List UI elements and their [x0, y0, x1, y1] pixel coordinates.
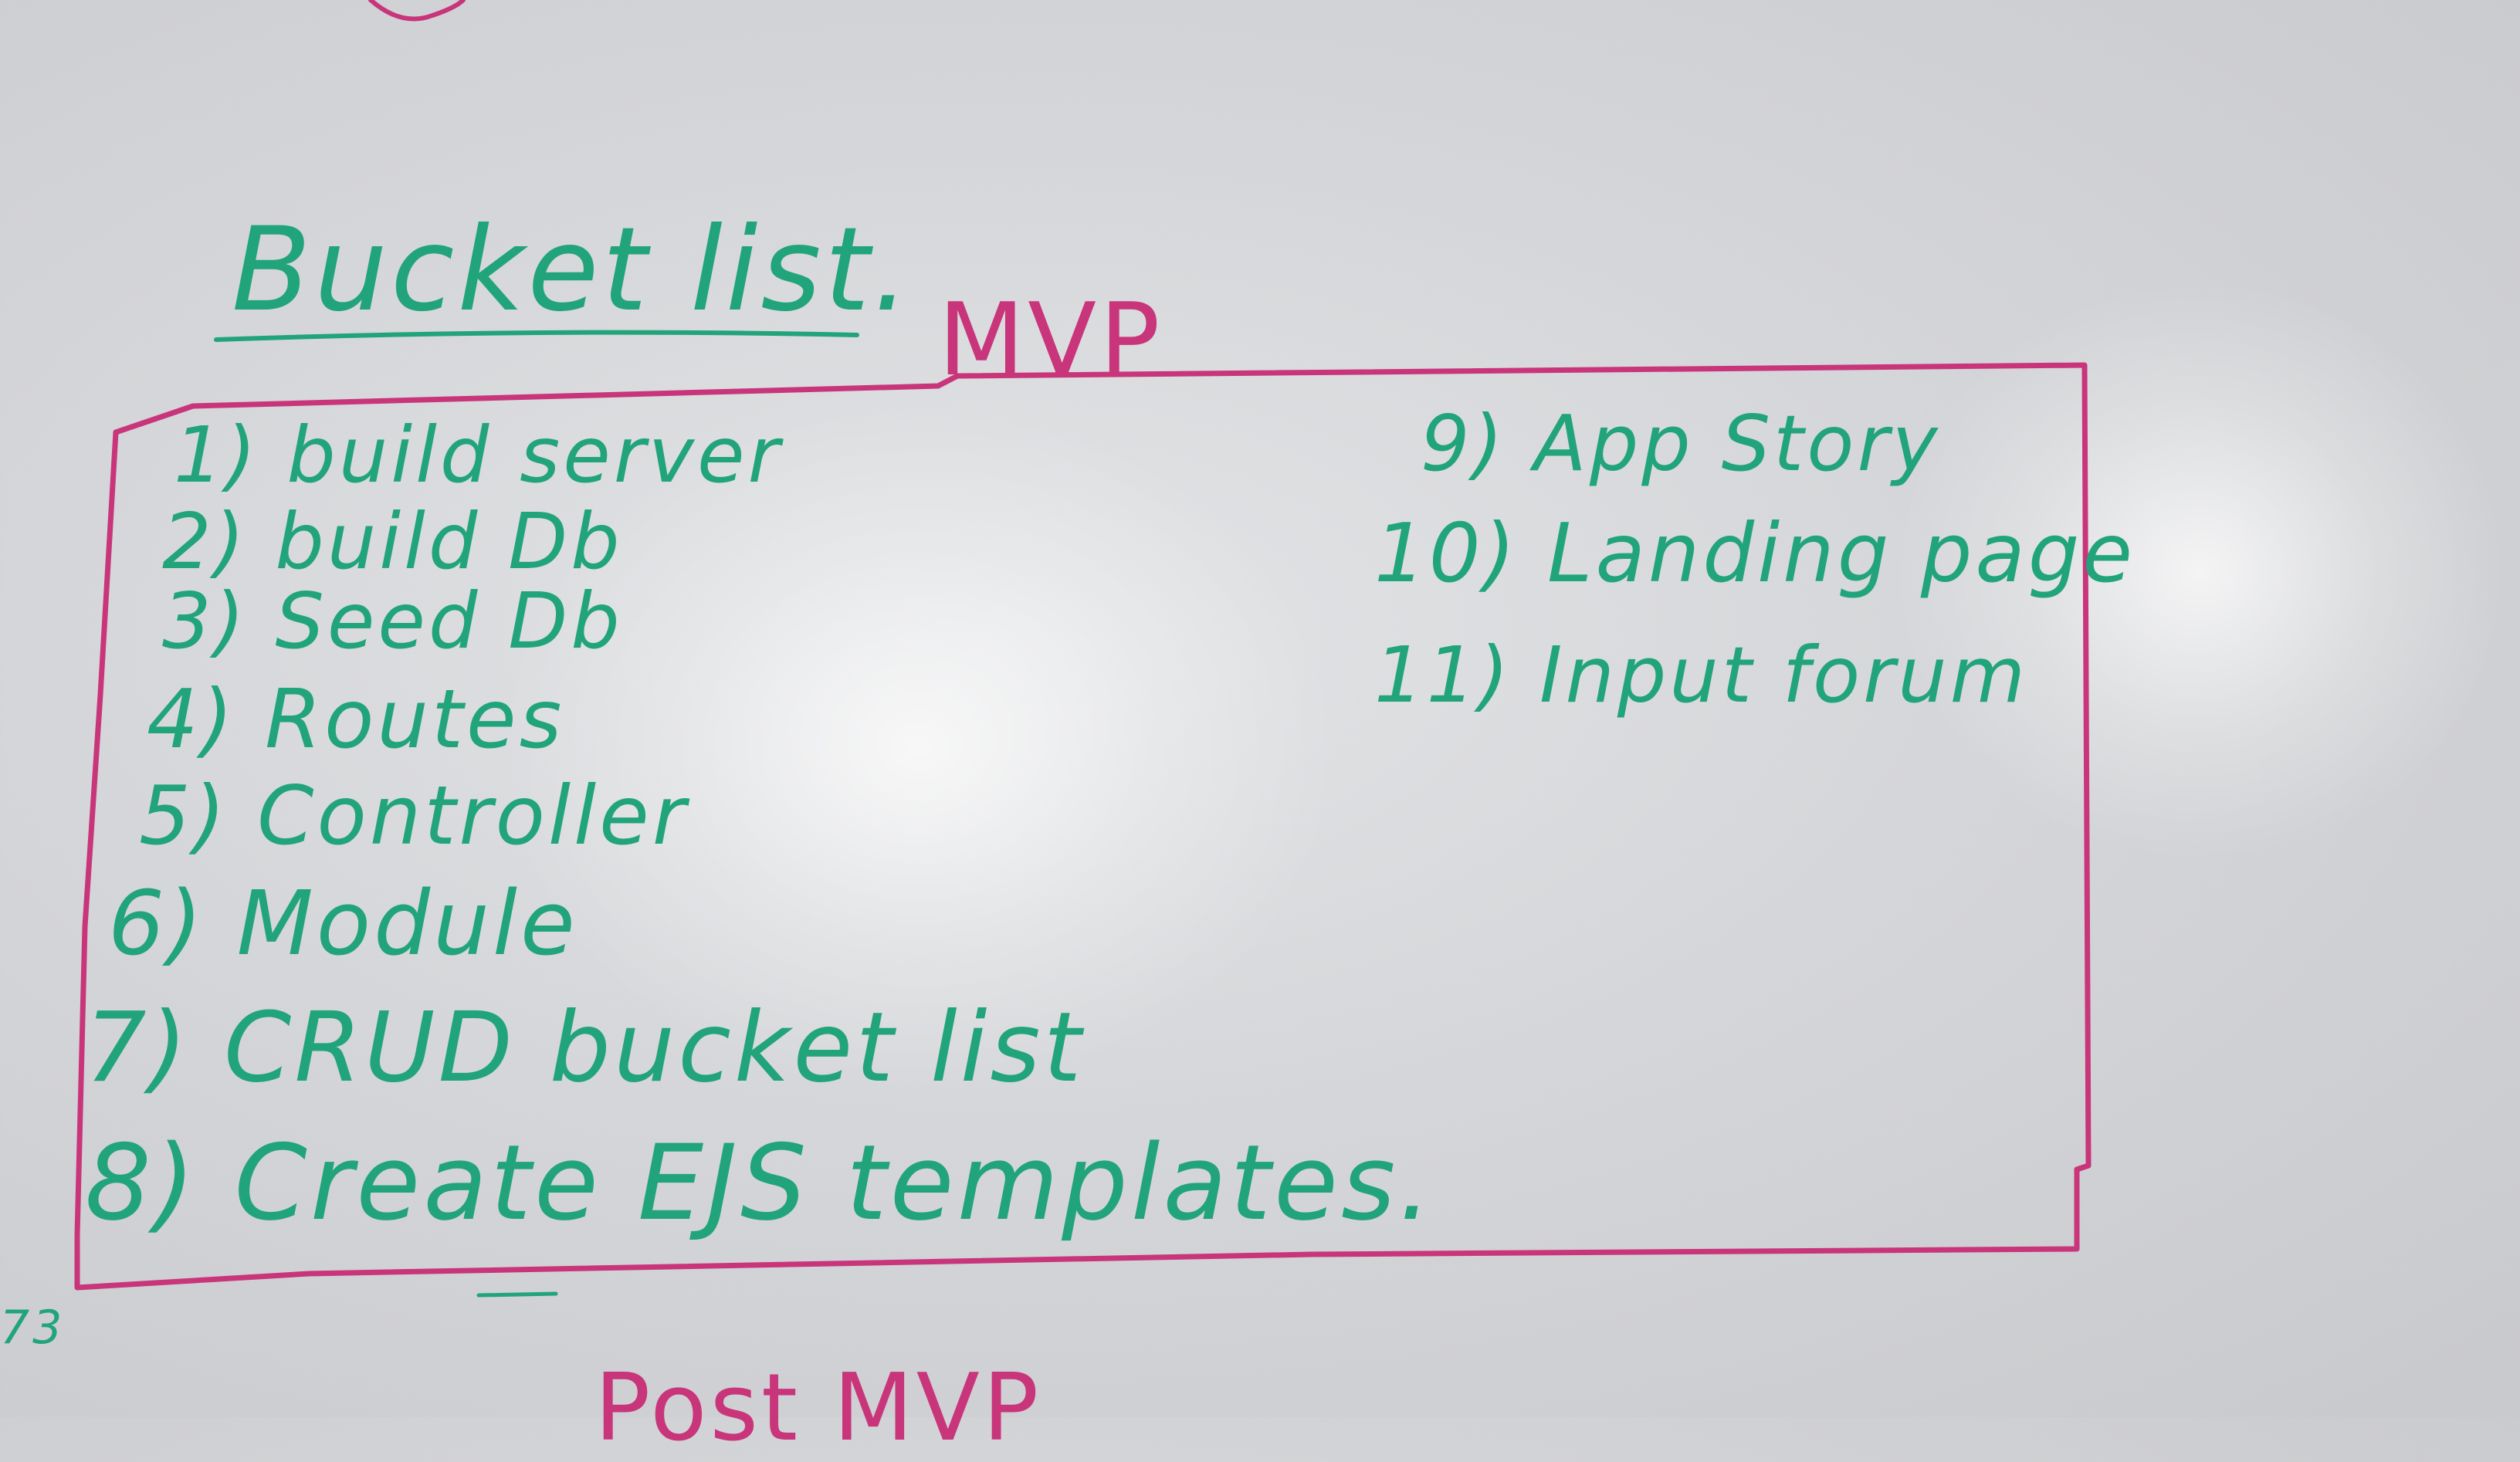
- list-item-7: 7) CRUD bucket list: [85, 992, 1085, 1104]
- list-item-4: 4) Routes: [147, 672, 565, 767]
- post-mvp-label: Post MVP: [594, 1355, 1042, 1462]
- top-pink-circle-mark: [368, 0, 466, 22]
- list-item-2: 2) build Db: [162, 496, 623, 587]
- mvp-box: [74, 362, 2092, 1291]
- corner-mark: 73: [0, 1301, 66, 1355]
- list-item-5: 5) Controller: [139, 769, 689, 863]
- list-item-8: 8) Create EJS templates.: [85, 1122, 1435, 1244]
- list-item-10: 10) Landing page: [1374, 506, 2136, 601]
- list-item-6: 6) Module: [108, 872, 578, 976]
- list-item-11: 11) Input forum: [1374, 630, 2029, 720]
- mvp-label: MVP: [938, 281, 1163, 398]
- whiteboard-title: Bucket list.: [232, 203, 913, 337]
- list-item-3: 3) Seed Db: [162, 576, 623, 666]
- title-underline: [214, 330, 859, 342]
- list-item-9: 9) App Story: [1421, 398, 1941, 489]
- list-item-1: 1) build server: [174, 410, 783, 500]
- board-drawing: [74, 0, 2092, 1298]
- box-bottom-green-stroke: [476, 1291, 558, 1298]
